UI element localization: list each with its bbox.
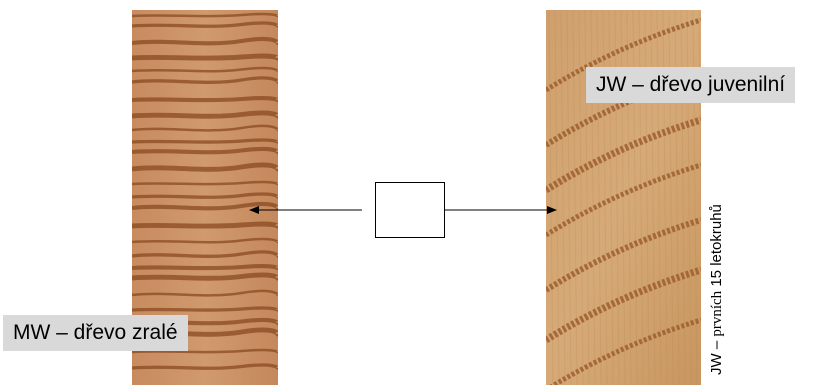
juvenile-ray	[548, 10, 554, 385]
mature-ring	[132, 306, 278, 312]
mature-ring	[132, 348, 278, 354]
mature-ring	[132, 76, 278, 84]
mature-ring	[132, 21, 278, 28]
juvenile-ray	[554, 10, 560, 385]
juvenile-ring	[546, 162, 701, 238]
juvenile-ring	[546, 116, 701, 193]
note-prefix: JW –	[708, 336, 725, 375]
mature-ring	[132, 201, 278, 211]
mature-ring	[132, 250, 278, 258]
juvenile-ring	[546, 17, 701, 93]
mature-ring	[132, 12, 278, 18]
mature-ring	[132, 180, 278, 186]
juvenile-ring	[549, 317, 701, 385]
first-15-rings-note: JW – prvních 15 letokruhů	[708, 204, 726, 375]
note-middle: prvních	[709, 290, 725, 337]
juvenile-ring	[546, 217, 701, 293]
mature-ring	[132, 192, 278, 199]
juvenile-ring	[546, 266, 701, 343]
juvenile-ray	[584, 10, 590, 385]
juvenile-ray	[560, 10, 566, 385]
juvenile-ray	[566, 10, 572, 385]
center-box	[375, 182, 445, 238]
note-suffix: 15 letokruhů	[708, 204, 725, 291]
mature-ring	[132, 66, 278, 73]
mature-ring	[132, 124, 278, 132]
juvenile-wood-label: JW – dřevo juvenilní	[586, 67, 796, 103]
mature-wood-label: MW – dřevo zralé	[3, 315, 188, 351]
mature-ring	[132, 363, 278, 370]
mature-ring	[132, 36, 278, 46]
mature-ring	[132, 237, 278, 244]
mature-ring	[132, 289, 278, 297]
mature-ring	[132, 138, 278, 144]
